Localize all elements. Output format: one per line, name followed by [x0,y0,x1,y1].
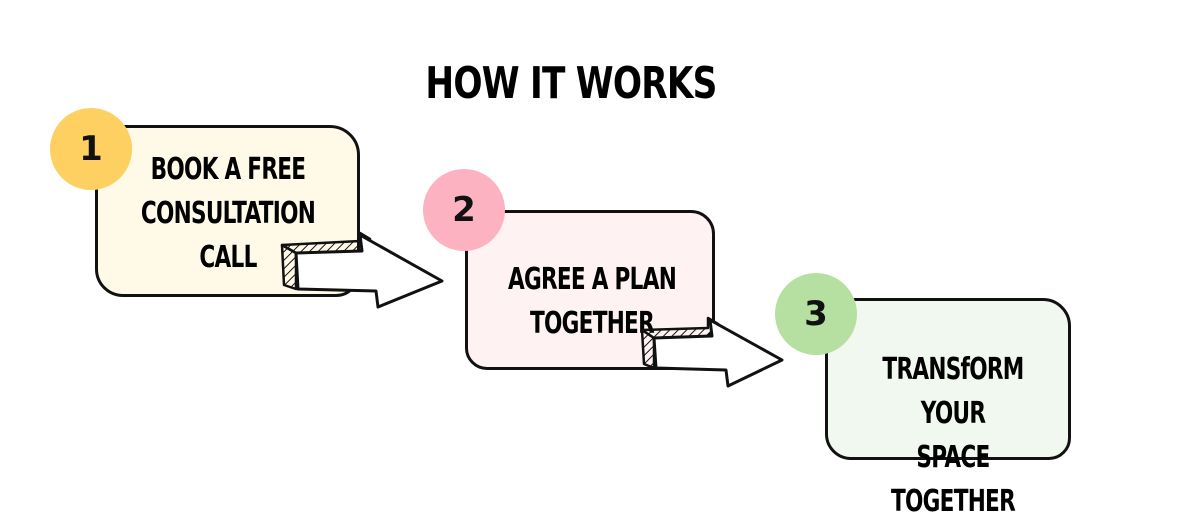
step-3-text: TRANSfORM YOUR SPACE TOGETHER [882,352,1024,519]
hatched-arrow-icon [280,231,444,309]
step-2-text: AGREE A PLAN TOGETHER [507,262,677,341]
step-3-badge: 3 [775,273,857,355]
step-1-badge: 1 [50,108,132,190]
step-1-text: BOOK A FREE CONSULTATION CALL [140,152,316,275]
diagram-title: HOW IT WORKS [425,58,717,109]
hatched-arrow-icon [640,316,784,388]
step-1-card [95,125,360,297]
step-3-card [825,298,1071,460]
step-2-badge: 2 [423,169,505,251]
